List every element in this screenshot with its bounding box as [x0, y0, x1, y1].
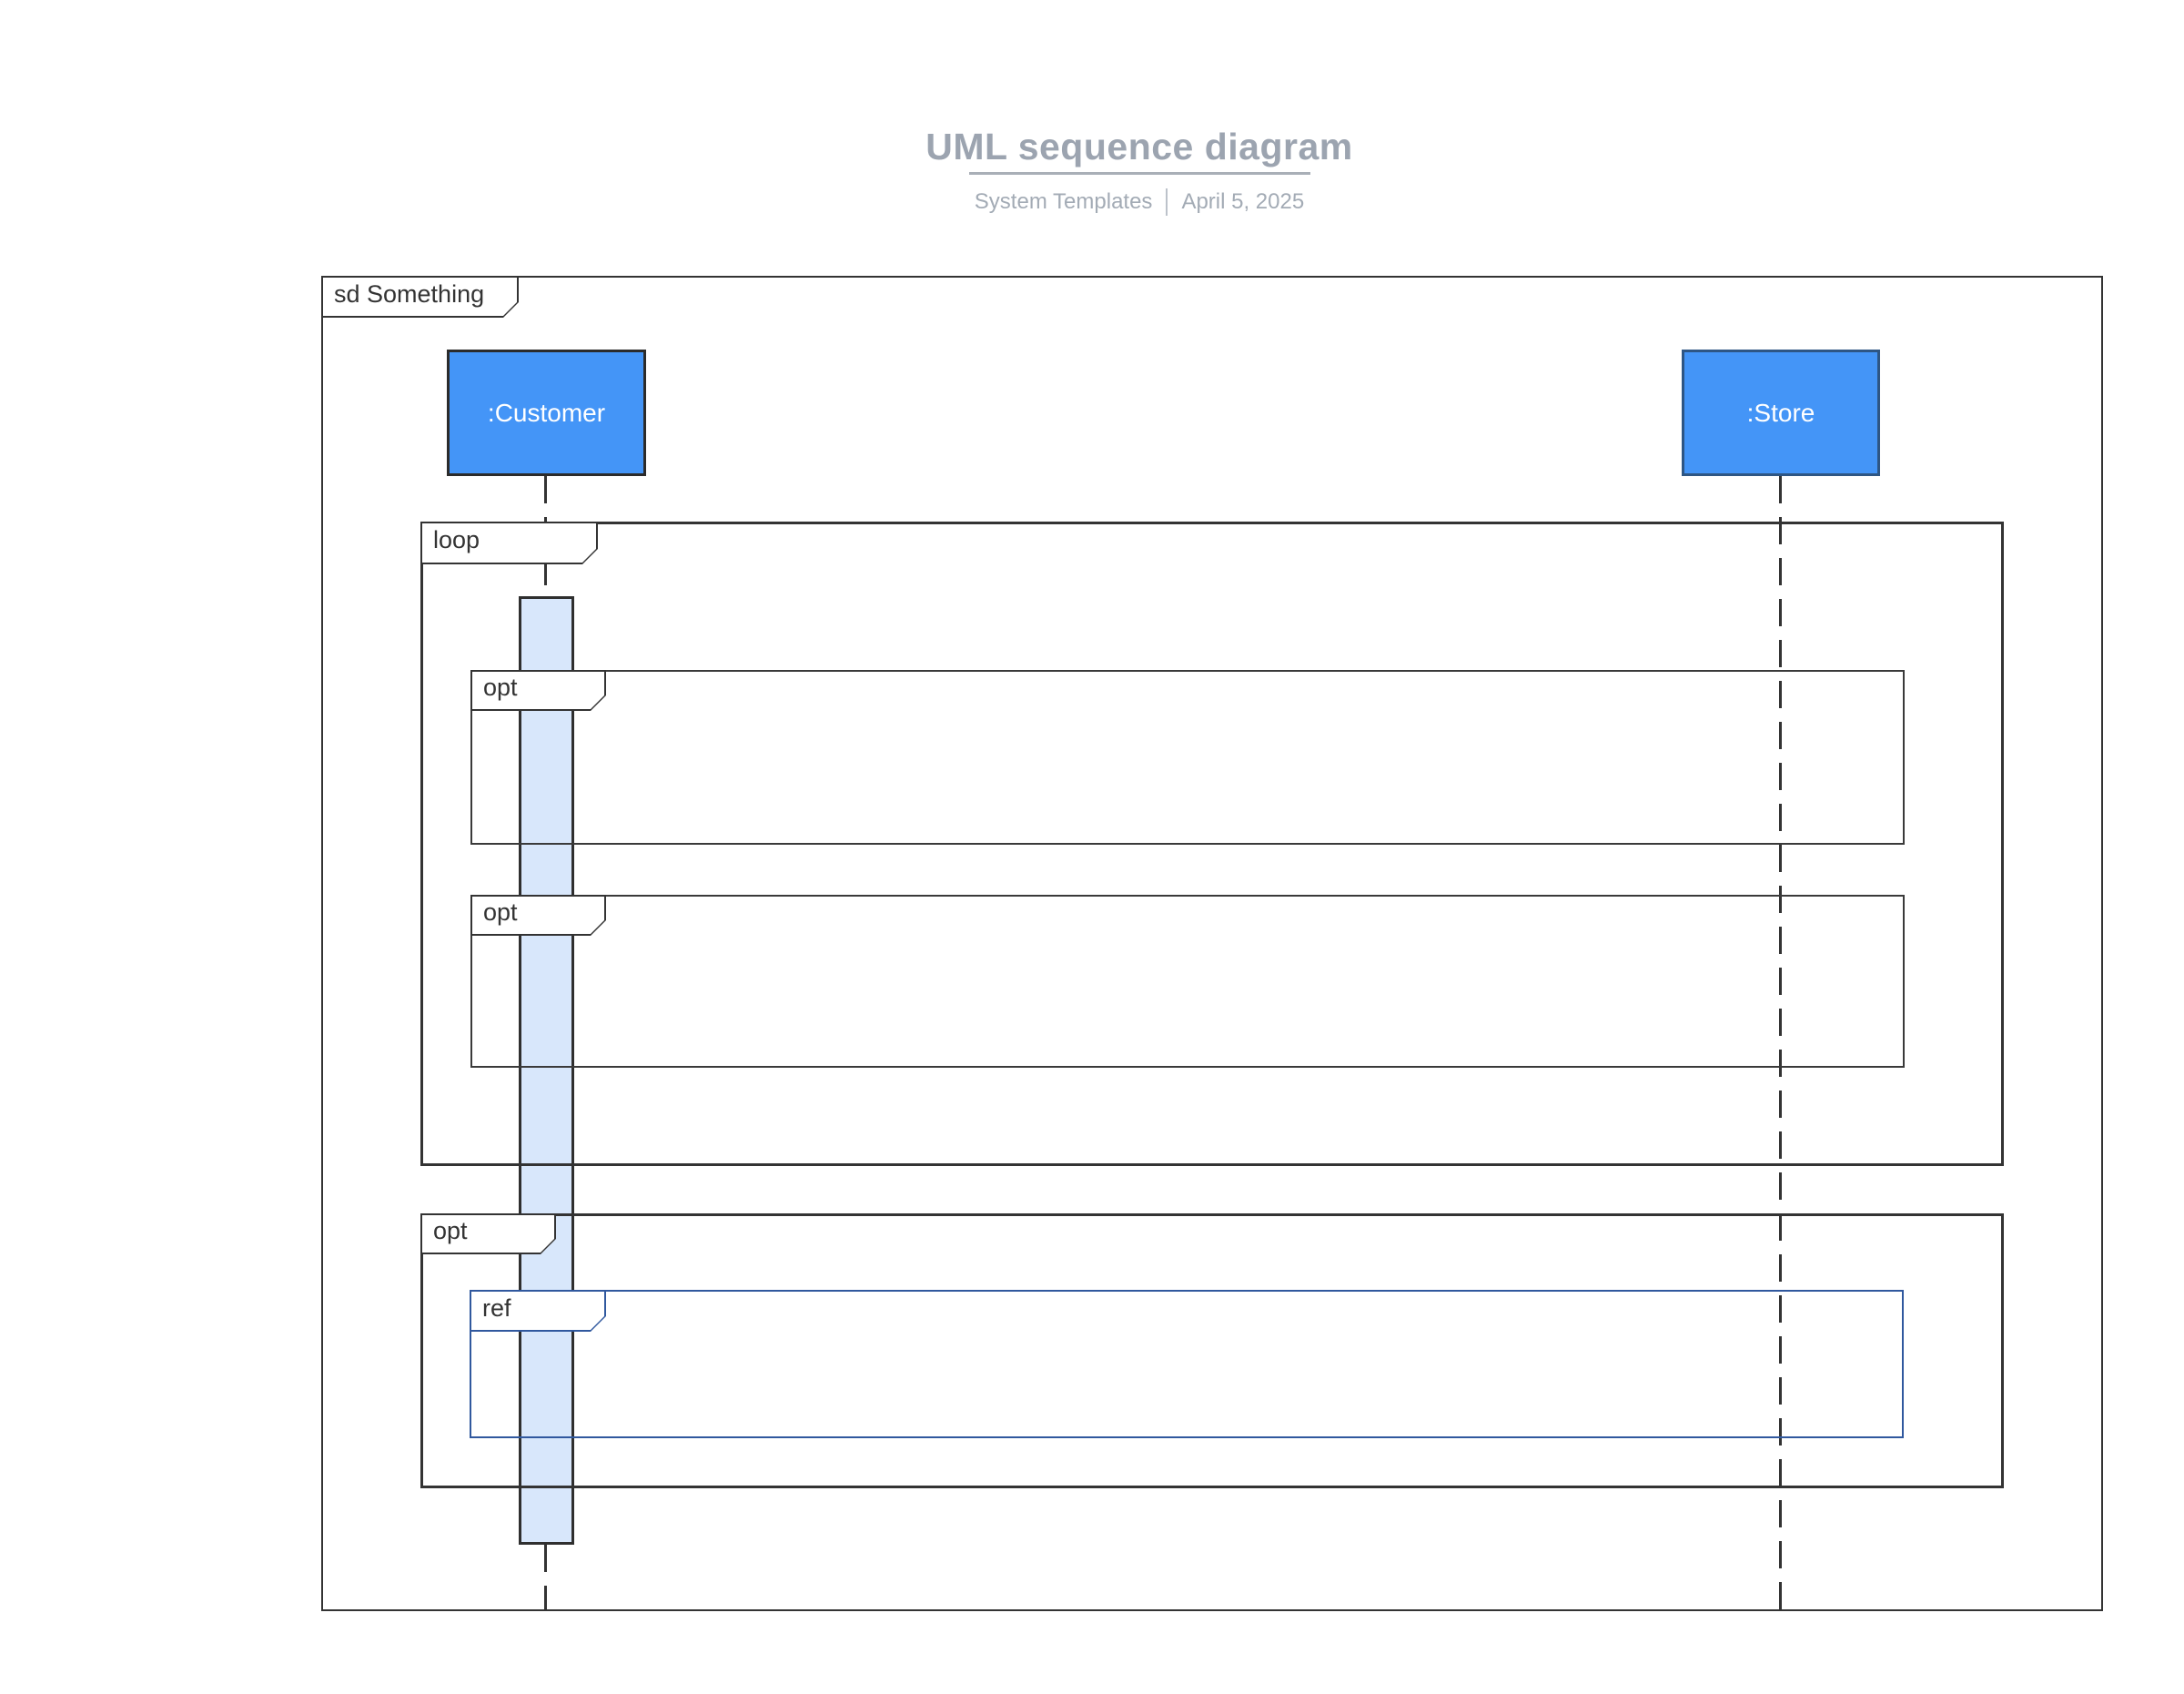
opt-fragment-1-label-tab: opt [470, 670, 606, 711]
opt-outer-operator-label: opt [433, 1217, 468, 1244]
store-actor-box: :Store [1682, 350, 1880, 476]
opt2-tab-fill [472, 897, 604, 934]
opt-fragment-2-label-tab: opt [470, 895, 606, 936]
opt-fragment-2 [470, 895, 1905, 1068]
opt-fragment-outer [420, 1213, 2004, 1488]
opt-outer-tab-fill [422, 1215, 554, 1253]
customer-actor-label: :Customer [487, 398, 606, 427]
ref-operator-label: ref [482, 1293, 511, 1322]
loop-fragment-label-tab: loop [420, 522, 598, 564]
opt-fragment-1 [470, 670, 1905, 845]
customer-activation-bar [519, 596, 574, 1545]
loop-fragment [420, 522, 2004, 1166]
frame-label: sd Something [334, 279, 485, 308]
opt1-tab-fill [472, 672, 604, 709]
sequence-frame [321, 276, 2103, 1611]
title-divider-line [969, 172, 1310, 175]
opt1-operator-label: opt [483, 674, 518, 701]
ref-tab-fill [471, 1292, 604, 1330]
page-title: UML sequence diagram [925, 126, 1353, 167]
ref-fragment [470, 1290, 1904, 1438]
loop-operator-label: loop [433, 526, 480, 553]
opt2-operator-label: opt [483, 898, 518, 926]
page-subtitle: System Templates April 5, 2025 [821, 186, 1458, 218]
ref-fragment-label-tab: ref [470, 1290, 606, 1332]
subtitle-author: System Templates [974, 189, 1153, 214]
subtitle-date: April 5, 2025 [1181, 189, 1305, 214]
loop-tab-fill [422, 523, 596, 563]
store-actor-label: :Store [1746, 398, 1815, 427]
frame-label-tab-fill [323, 278, 517, 316]
customer-actor-box: :Customer [447, 350, 646, 476]
store-lifeline [1779, 476, 1782, 1611]
opt-fragment-outer-label-tab: opt [420, 1213, 556, 1254]
customer-lifeline-lower [544, 1545, 547, 1611]
frame-label-tab: sd Something [321, 276, 519, 318]
subtitle-separator [1166, 188, 1168, 216]
